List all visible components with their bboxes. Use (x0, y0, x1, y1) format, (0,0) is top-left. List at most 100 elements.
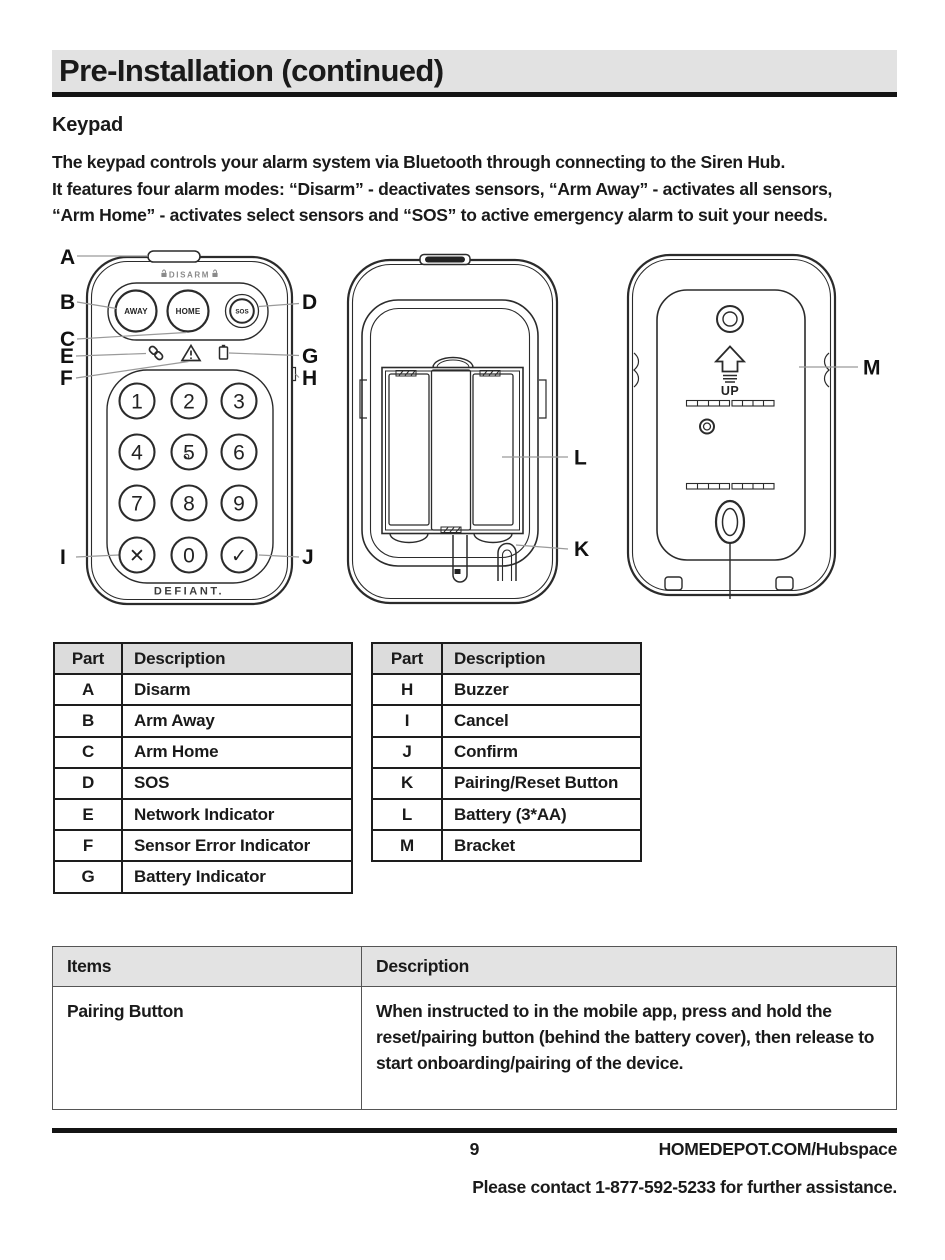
small-screw-hole (699, 418, 715, 435)
intro-line: “Arm Home” - activates select sensors an… (52, 205, 828, 225)
key-5-label: 5 (183, 442, 195, 465)
section-heading: Keypad (52, 114, 124, 136)
callout-f: F (60, 367, 73, 390)
key-3-label: 3 (233, 391, 245, 414)
intro-line: The keypad controls your alarm system vi… (52, 152, 786, 172)
mode-button-group (107, 282, 269, 341)
keypad-back-view (346, 253, 559, 605)
table-cell: H (371, 673, 443, 707)
key-9-label: 9 (233, 493, 245, 516)
table-cell: Battery (3*AA) (441, 797, 642, 832)
key-6[interactable] (220, 433, 258, 471)
column-header: Description (361, 946, 897, 987)
column-header: Description (441, 641, 642, 676)
battery-cell (388, 373, 430, 526)
keyhole-slot (714, 499, 746, 545)
away-button[interactable] (114, 289, 158, 333)
table-cell: F (53, 829, 123, 863)
callout-k: K (574, 538, 589, 561)
page-title: Pre-Installation (continued) (59, 53, 444, 88)
battery-indicator-icon (218, 344, 229, 360)
sos-button[interactable] (229, 298, 255, 324)
column-header: Part (371, 641, 443, 676)
key-7[interactable] (118, 484, 156, 522)
column-header: Description (121, 641, 353, 676)
table-cell: E (53, 797, 123, 832)
table-cell: K (371, 766, 443, 800)
battery-cell (430, 369, 472, 531)
callout-c: C (60, 328, 75, 351)
key-8[interactable] (170, 484, 208, 522)
callout-leaders (75, 255, 858, 558)
battery-cell (472, 373, 514, 526)
table-cell: When instructed to in the mobile app, pr… (361, 986, 897, 1110)
callout-b: B (60, 291, 75, 314)
up-arrow-icon (713, 345, 747, 373)
key-2[interactable] (170, 382, 208, 420)
key-1[interactable] (118, 382, 156, 420)
callout-labels: A B C D E F G H I J K L M (60, 246, 881, 569)
table-cell: B (53, 704, 123, 738)
page-number: 9 (469, 1139, 480, 1159)
column-header: Items (52, 946, 362, 987)
intro-line: It features four alarm modes: “Disarm” -… (52, 178, 833, 199)
key-3[interactable] (220, 382, 258, 420)
callout-a: A (60, 246, 75, 269)
key-1-label: 1 (131, 391, 143, 414)
callout-l: L (574, 447, 587, 470)
numpad-group (106, 369, 274, 584)
battery-compartment (381, 366, 524, 535)
brand-logo: DEFIANT. (154, 586, 224, 598)
key-4[interactable] (118, 433, 156, 471)
table-cell: Disarm (121, 673, 353, 707)
table-cell: Arm Away (121, 704, 353, 738)
bracket-view: UP (626, 253, 837, 599)
callout-j: J (302, 546, 314, 569)
callout-m: M (863, 357, 881, 380)
table-cell: C (53, 735, 123, 769)
key-confirm[interactable] (220, 536, 258, 574)
pairing-reset-button[interactable] (497, 542, 517, 582)
lock-icon (161, 269, 167, 277)
table-cell: Arm Home (121, 735, 353, 769)
sos-button-label: SOS (235, 308, 248, 315)
disarm-bar (147, 250, 201, 263)
callout-i: I (60, 546, 66, 569)
up-label: UP (721, 384, 739, 398)
home-button[interactable] (166, 289, 210, 333)
title-bar: Pre-Installation (continued) (52, 50, 897, 92)
keypad-diagram: DISARM AWAY HOME SOS (60, 246, 881, 606)
key-0[interactable] (170, 536, 208, 574)
table-cell: M (371, 829, 443, 863)
bracket-plate (656, 289, 806, 561)
disarm-strip-label: DISARM (169, 271, 210, 280)
table-cell: Pairing/Reset Button (441, 766, 642, 800)
table-cell: Bracket (441, 829, 642, 863)
battery-cover-outline (361, 299, 539, 567)
title-rule (52, 92, 897, 97)
key-8-label: 8 (183, 493, 195, 516)
table-cell: Cancel (441, 704, 642, 738)
sensor-error-indicator-icon (180, 343, 202, 362)
key-0-label: 0 (183, 545, 195, 568)
confirm-icon: ✓ (231, 546, 247, 567)
key-2-label: 2 (183, 391, 195, 414)
callout-h: H (302, 367, 317, 390)
key-5[interactable] (170, 433, 208, 471)
key-cancel[interactable] (118, 536, 156, 574)
callout-e: E (60, 345, 74, 368)
home-button-label: HOME (176, 307, 201, 316)
column-header: Part (53, 641, 123, 676)
key-9[interactable] (220, 484, 258, 522)
